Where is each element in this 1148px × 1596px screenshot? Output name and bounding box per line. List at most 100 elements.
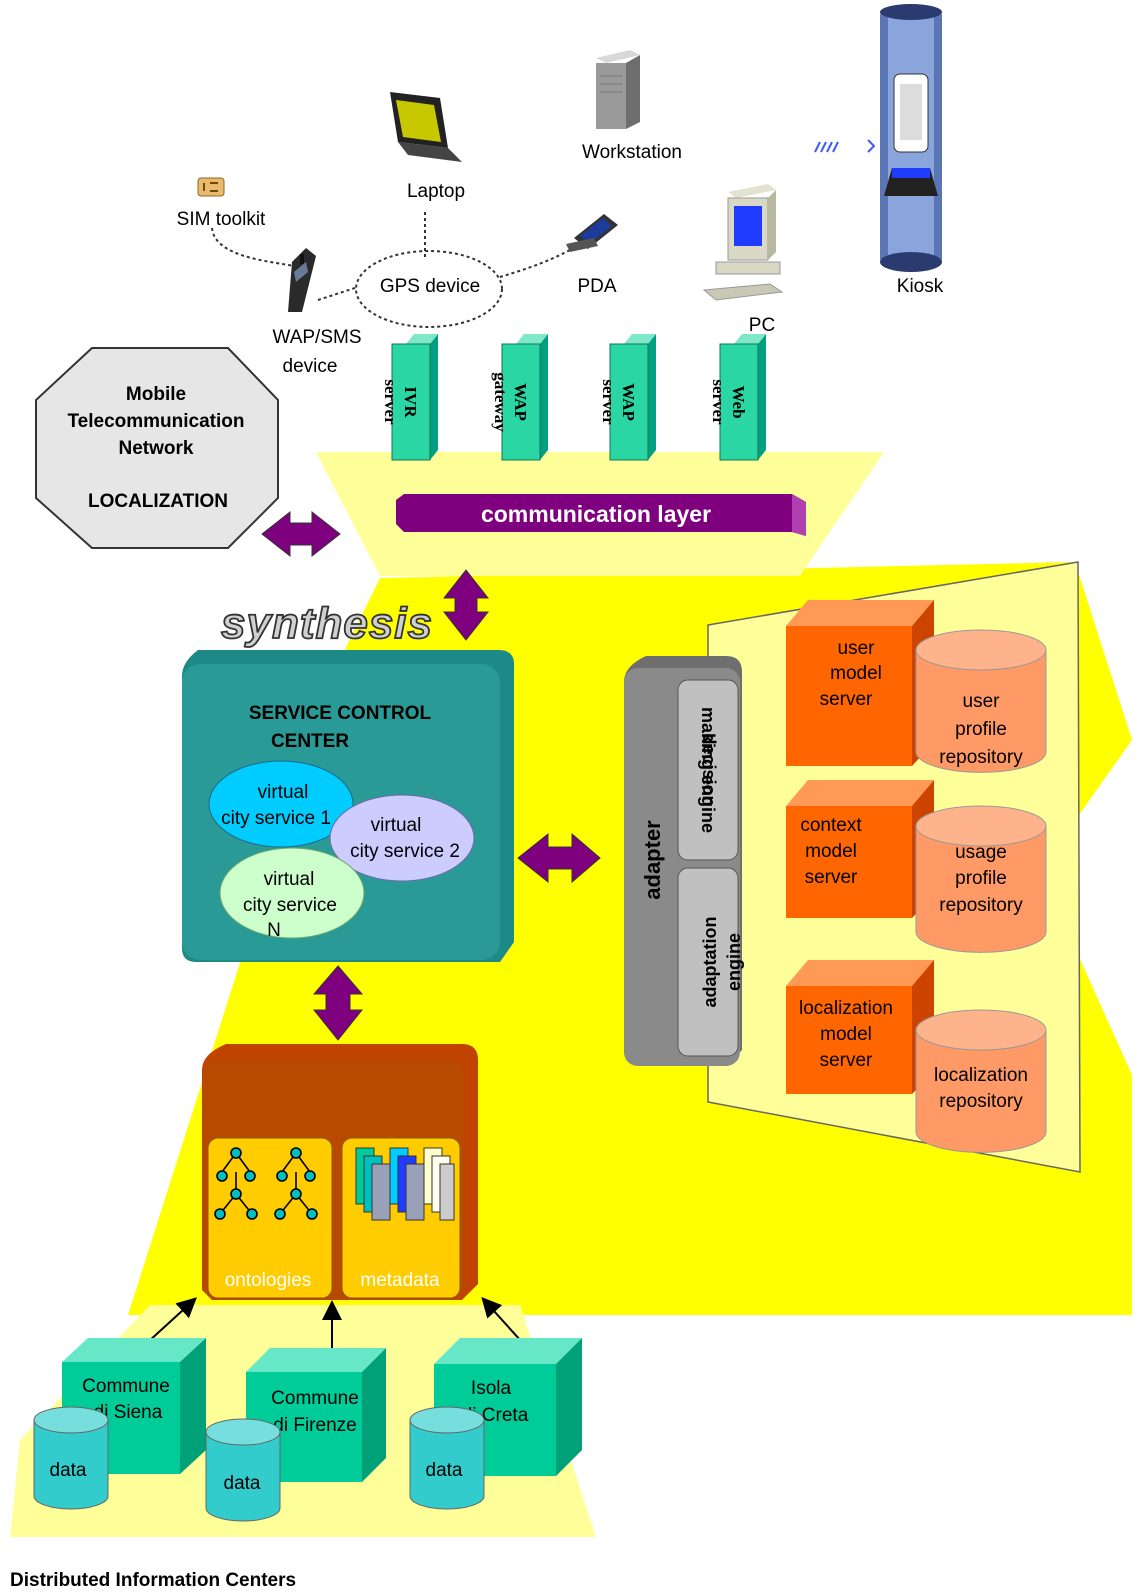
firenze-line1: Commune <box>271 1388 359 1409</box>
workstation-icon <box>596 50 640 129</box>
usage-profile-line3: repository <box>939 895 1023 916</box>
ontology-tree-icon-2 <box>274 1147 318 1220</box>
double-arrow-center <box>517 832 601 884</box>
adaptation-line2: engine <box>724 933 744 991</box>
pda-icon <box>566 214 618 252</box>
server-ivr-line2: server <box>381 379 400 425</box>
server-wap-line2: server <box>599 379 618 425</box>
user-model-server: user model server <box>786 600 934 766</box>
service1-line2: city service 1 <box>221 808 331 829</box>
wap-sms-label-line1: WAP/SMS <box>272 327 361 348</box>
firenze-data-cylinder: data <box>205 1418 281 1522</box>
knowledge-base: ontologies metadata <box>202 1044 478 1300</box>
serviceN-line3: N <box>267 920 281 941</box>
creta-data-cylinder: data <box>409 1406 485 1510</box>
wireless-signal-icon <box>814 139 876 153</box>
siena-data-label: data <box>50 1460 87 1481</box>
pda-label: PDA <box>577 276 616 297</box>
kiosk-icon <box>880 4 942 272</box>
localization-repository: localization repository <box>915 1009 1047 1153</box>
service2-line1: virtual <box>371 815 422 836</box>
server-wap-line1: WAP <box>619 383 638 421</box>
siena-data-cylinder: data <box>33 1406 109 1510</box>
server-wapgw-line2: gateway <box>491 372 510 432</box>
usage-profile-repository: usage profile repository <box>915 805 1047 953</box>
server-ivr-line1: IVR <box>401 386 420 418</box>
context-model-line1: context <box>800 815 862 836</box>
service1-line1: virtual <box>258 782 309 803</box>
communication-layer-bar: communication layer <box>396 494 806 536</box>
communication-layer-label: communication layer <box>481 501 711 527</box>
server-wap: WAP server <box>599 334 656 461</box>
network-line1: Mobile <box>126 384 186 405</box>
localization-model-server: localization model server <box>786 960 934 1094</box>
sim-label: SIM toolkit <box>177 209 266 230</box>
user-profile-line1: user <box>963 691 1001 712</box>
siena-line2: di Siena <box>94 1402 163 1423</box>
usage-profile-line1: usage <box>955 842 1007 863</box>
serviceN-line2: city service <box>243 895 337 916</box>
mobile-network-octagon <box>35 347 279 549</box>
localization-repo-line2: repository <box>939 1091 1023 1112</box>
double-arrow-network <box>261 510 341 558</box>
creta-data-label: data <box>426 1460 463 1481</box>
adapter-title: adapter <box>640 820 665 900</box>
ontologies-label: ontologies <box>225 1270 312 1291</box>
service2-line2: city service 2 <box>350 841 460 862</box>
user-model-line1: user <box>838 638 876 659</box>
server-web: Web server <box>709 334 766 461</box>
scc-title-line2: CENTER <box>271 731 349 752</box>
kiosk-label: Kiosk <box>897 276 944 297</box>
context-model-line3: server <box>805 867 858 888</box>
server-wapgw-line1: WAP <box>511 383 530 421</box>
double-arrow-vertical-bottom <box>312 965 364 1041</box>
adapter-block: adapter decision making engine adaptatio… <box>624 656 744 1066</box>
metadata-docs-icon <box>355 1147 455 1221</box>
usage-profile-line2: profile <box>955 868 1007 889</box>
localization-model-line3: server <box>820 1050 873 1071</box>
laptop-icon <box>390 92 462 162</box>
server-ivr: IVR server <box>381 334 438 461</box>
network-line4: LOCALIZATION <box>88 491 228 512</box>
metadata-label: metadata <box>360 1270 440 1291</box>
adaptation-line1: adaptation <box>700 916 720 1007</box>
user-model-line3: server <box>820 689 873 710</box>
siena-line1: Commune <box>82 1376 170 1397</box>
context-model-server: context model server <box>786 780 934 918</box>
firenze-line2: di Firenze <box>273 1415 356 1436</box>
service-control-center: SERVICE CONTROL CENTER virtual city serv… <box>182 650 514 962</box>
localization-model-line2: model <box>820 1024 872 1045</box>
ontology-tree-icon <box>214 1147 258 1220</box>
laptop-label: Laptop <box>407 181 465 202</box>
network-line3: Network <box>119 438 194 459</box>
gps-label: GPS device <box>380 276 480 297</box>
server-wap-gateway: WAP gateway <box>491 334 548 461</box>
firenze-data-label: data <box>224 1473 261 1494</box>
synthesis-logo: synthesis <box>221 599 433 648</box>
decision-line2: making engine <box>698 707 718 833</box>
pc-icon <box>702 184 784 301</box>
localization-model-line1: localization <box>799 998 893 1019</box>
creta-line1: Isola <box>471 1378 512 1399</box>
double-arrow-vertical-top <box>442 569 490 641</box>
user-profile-repository: user profile repository <box>915 629 1047 773</box>
pc-label: PC <box>749 315 775 336</box>
wap-sms-label-line2: device <box>283 356 338 377</box>
device-links <box>211 212 591 328</box>
user-profile-line2: profile <box>955 719 1007 740</box>
server-web-line2: server <box>709 379 728 425</box>
localization-repo-line1: localization <box>934 1065 1028 1086</box>
decision-line1: decision <box>699 733 719 806</box>
network-line2: Telecommunication <box>67 411 244 432</box>
scc-title-line1: SERVICE CONTROL <box>249 703 432 724</box>
server-web-line1: Web <box>729 385 748 418</box>
serviceN-line1: virtual <box>264 869 315 890</box>
context-model-line2: model <box>805 841 857 862</box>
distributed-centers-caption: Distributed Information Centers <box>10 1570 296 1591</box>
phone-icon <box>288 248 316 312</box>
sim-icon <box>197 177 225 197</box>
user-profile-line3: repository <box>939 747 1023 768</box>
workstation-label: Workstation <box>582 142 682 163</box>
user-model-line2: model <box>830 663 882 684</box>
